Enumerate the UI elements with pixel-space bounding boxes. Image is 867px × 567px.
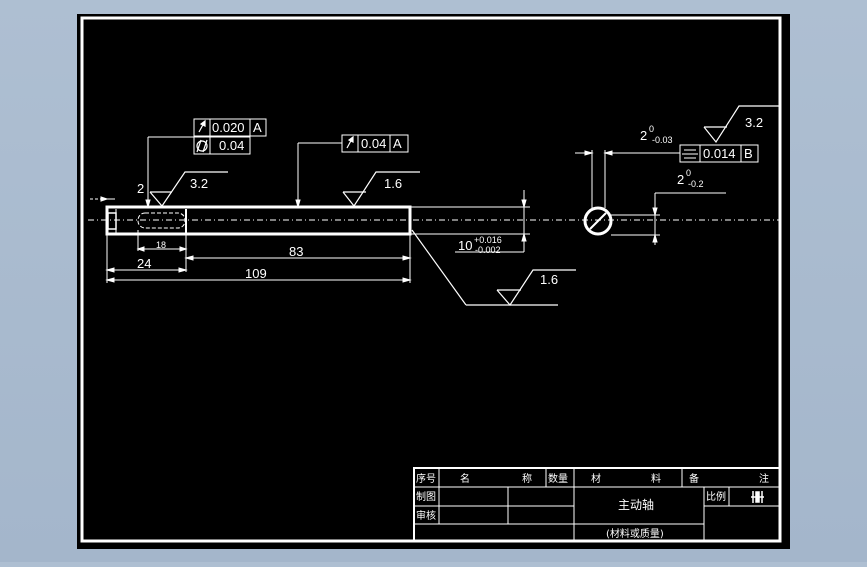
header-material-1: 材 bbox=[591, 472, 601, 485]
roughness-value: 3.2 bbox=[745, 115, 763, 130]
circular-runout-icon bbox=[198, 119, 206, 133]
keyway-width-lower: -0.2 bbox=[688, 179, 704, 189]
roughness-symbol bbox=[342, 171, 420, 208]
keyway-width-upper: 0 bbox=[686, 168, 691, 178]
tolerance-frame-runout-top bbox=[145, 118, 267, 209]
tolerance-frame-symmetry bbox=[679, 144, 759, 163]
total-length-text: 109 bbox=[245, 266, 267, 281]
shaft-section-view bbox=[575, 150, 726, 245]
symmetry-datum: B bbox=[744, 146, 753, 161]
title-block bbox=[413, 467, 781, 542]
roughness-value: 1.6 bbox=[540, 272, 558, 287]
diameter-dimension bbox=[410, 190, 530, 253]
runout-value: 0.04 bbox=[361, 136, 386, 151]
scale-label: 比例 bbox=[706, 490, 726, 503]
header-remark-1: 备 bbox=[689, 472, 699, 485]
diameter-upper-deviation: +0.016 bbox=[474, 235, 502, 245]
roughness-symbol bbox=[411, 229, 576, 306]
cylindricity-value: 0.04 bbox=[219, 138, 244, 153]
header-name-2: 称 bbox=[522, 472, 532, 485]
circular-runout-icon bbox=[346, 135, 354, 149]
header-name-1: 名 bbox=[460, 472, 470, 485]
header-quantity: 数量 bbox=[548, 472, 568, 485]
roughness-symbol bbox=[149, 171, 228, 207]
cylindricity-icon bbox=[196, 139, 208, 153]
body-length-text: 83 bbox=[289, 244, 303, 259]
header-material-2: 料 bbox=[651, 472, 661, 485]
drawing-sheet bbox=[77, 14, 790, 549]
chamfer-dim-text: 2 bbox=[137, 181, 144, 196]
runout-datum: A bbox=[253, 120, 262, 135]
keyway-offset-text: 24 bbox=[137, 256, 151, 271]
keyway-depth-lower: -0.03 bbox=[652, 135, 673, 145]
keyway-length-text: 18 bbox=[156, 240, 166, 250]
part-name: 主动轴 bbox=[618, 497, 654, 512]
roughness-value: 1.6 bbox=[384, 176, 402, 191]
chamfer-dimension bbox=[90, 196, 115, 202]
roughness-value: 3.2 bbox=[190, 176, 208, 191]
keyway-width-base: 2 bbox=[677, 172, 684, 187]
symmetry-value: 0.014 bbox=[703, 146, 736, 161]
runout-value: 0.020 bbox=[212, 120, 245, 135]
diameter-lower-deviation: -0.002 bbox=[475, 245, 501, 255]
header-remark-2: 注 bbox=[759, 472, 769, 485]
roughness-symbol bbox=[703, 105, 780, 144]
checked-by-label: 审核 bbox=[416, 509, 436, 522]
length-dimensions bbox=[105, 230, 412, 283]
runout-datum: A bbox=[393, 136, 402, 151]
tolerance-frame-runout-middle bbox=[295, 134, 409, 209]
keyway-depth-base: 2 bbox=[640, 128, 647, 143]
drawn-by-label: 制图 bbox=[416, 490, 436, 503]
keyway-depth-upper: 0 bbox=[649, 124, 654, 134]
header-index: 序号 bbox=[416, 472, 436, 485]
scale-mark-icon bbox=[751, 491, 764, 503]
diameter-base-text: 10 bbox=[458, 238, 472, 253]
material-note: (材料或质量) bbox=[606, 527, 664, 540]
